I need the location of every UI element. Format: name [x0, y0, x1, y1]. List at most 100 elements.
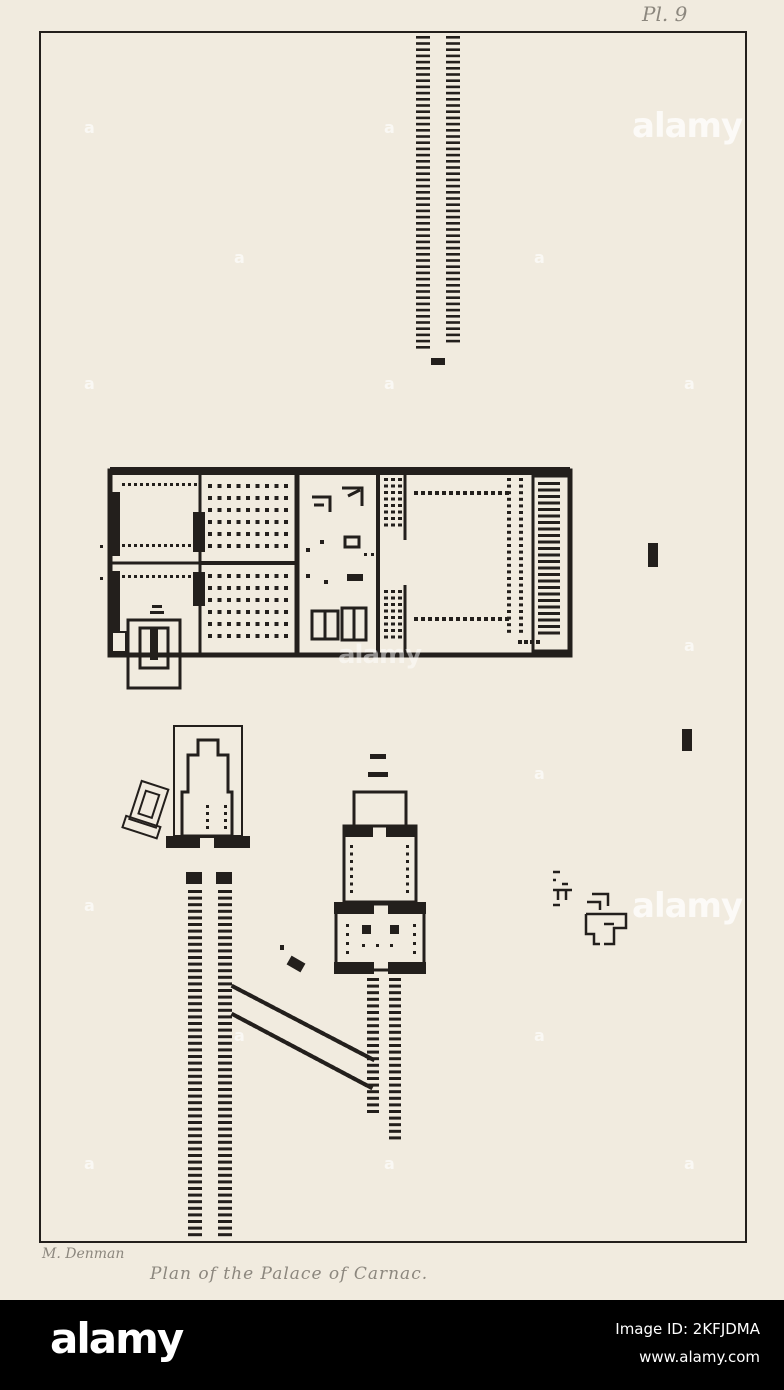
- sphinx-mark: [416, 135, 430, 138]
- column: [265, 598, 269, 602]
- sphinx-mark: [188, 1134, 202, 1138]
- sphinx-mark: [188, 1154, 202, 1157]
- column: [484, 491, 488, 495]
- sphinx-mark: [188, 942, 202, 946]
- main-temple-plan: [100, 467, 573, 690]
- sphinx-mark: [188, 982, 202, 986]
- column: [206, 805, 209, 808]
- column: [224, 812, 227, 815]
- column: [538, 625, 560, 628]
- column: [384, 491, 388, 494]
- column: [265, 520, 269, 524]
- column: [538, 540, 560, 544]
- sphinx-mark: [367, 1103, 379, 1107]
- sphinx-mark: [218, 942, 232, 946]
- sphinx-mark: [218, 1015, 232, 1019]
- column: [519, 623, 523, 627]
- column: [507, 491, 511, 495]
- sphinx-mark: [446, 259, 460, 262]
- sphinx-mark: [416, 85, 430, 89]
- column: [384, 603, 388, 606]
- column: [390, 944, 393, 947]
- column-grid: [100, 478, 560, 644]
- column: [538, 482, 560, 485]
- sphinx-mark: [446, 296, 460, 299]
- sphinx-mark: [446, 302, 460, 306]
- sphinx-mark: [188, 916, 202, 920]
- sphinx-mark: [416, 91, 430, 95]
- sphinx-mark: [188, 1002, 202, 1006]
- column: [346, 924, 349, 927]
- sphinx-mark: [188, 1015, 202, 1019]
- sphinx-mark: [446, 122, 460, 126]
- column: [538, 488, 560, 492]
- column: [152, 483, 155, 486]
- sphinx-mark: [188, 1140, 202, 1144]
- column: [134, 483, 137, 486]
- sphinx-mark: [188, 1121, 202, 1124]
- sphinx-mark: [416, 302, 430, 306]
- watermark-mark: a: [684, 636, 695, 655]
- sphinx-mark: [367, 978, 379, 981]
- sphinx-mark: [188, 1233, 202, 1237]
- column: [391, 504, 395, 507]
- sphinx-mark: [389, 1011, 401, 1014]
- column: [284, 520, 288, 524]
- sphinx-mark: [218, 1041, 232, 1045]
- column: [519, 484, 523, 488]
- column: [398, 517, 402, 520]
- column: [507, 563, 511, 567]
- sphinx-mark: [389, 991, 401, 995]
- column: [346, 942, 349, 945]
- sphinx-mark: [188, 1226, 202, 1230]
- column: [442, 617, 446, 621]
- column: [507, 577, 511, 580]
- sphinx-mark: [416, 333, 430, 337]
- sphinx-mark: [367, 1004, 379, 1008]
- column: [538, 631, 560, 635]
- sphinx-mark: [188, 1074, 202, 1078]
- sphinx-mark: [188, 962, 202, 966]
- column: [391, 478, 395, 481]
- sphinx-mark: [416, 253, 430, 256]
- sphinx-mark: [188, 969, 202, 973]
- footer-url[interactable]: www.alamy.com: [639, 1348, 760, 1366]
- column: [384, 590, 388, 593]
- column: [284, 610, 288, 614]
- column: [255, 622, 260, 626]
- column: [246, 634, 250, 638]
- sphinx-mark: [416, 172, 430, 175]
- sphinx-mark: [446, 129, 460, 132]
- sphinx-mark: [389, 1037, 401, 1041]
- sphinx-mark: [446, 54, 460, 58]
- column: [538, 566, 560, 570]
- column: [224, 826, 227, 829]
- column: [182, 544, 185, 547]
- column: [519, 596, 523, 600]
- column: [227, 496, 231, 500]
- column: [217, 532, 222, 536]
- column: [350, 860, 353, 863]
- plan-title: Plan of the Palace of Carnac.: [150, 1264, 429, 1284]
- column: [208, 508, 212, 512]
- sphinx-mark: [218, 1121, 232, 1124]
- column: [538, 573, 560, 576]
- sphinx-mark: [446, 36, 460, 39]
- column: [265, 574, 269, 578]
- column: [398, 510, 402, 514]
- column: [284, 508, 288, 512]
- column: [227, 634, 231, 638]
- sphinx-mark: [218, 1088, 232, 1091]
- sphinx-mark: [218, 1022, 232, 1025]
- sphinx-mark: [367, 1096, 379, 1100]
- sphinx-mark: [446, 178, 460, 182]
- column: [538, 599, 560, 602]
- column: [519, 603, 523, 607]
- footer-logo[interactable]: alamy: [50, 1314, 184, 1363]
- column: [449, 491, 453, 495]
- sphinx-mark: [188, 1008, 202, 1012]
- column: [470, 617, 474, 621]
- sphinx-mark: [446, 228, 460, 231]
- sphinx-mark: [218, 1094, 232, 1098]
- column: [152, 575, 155, 578]
